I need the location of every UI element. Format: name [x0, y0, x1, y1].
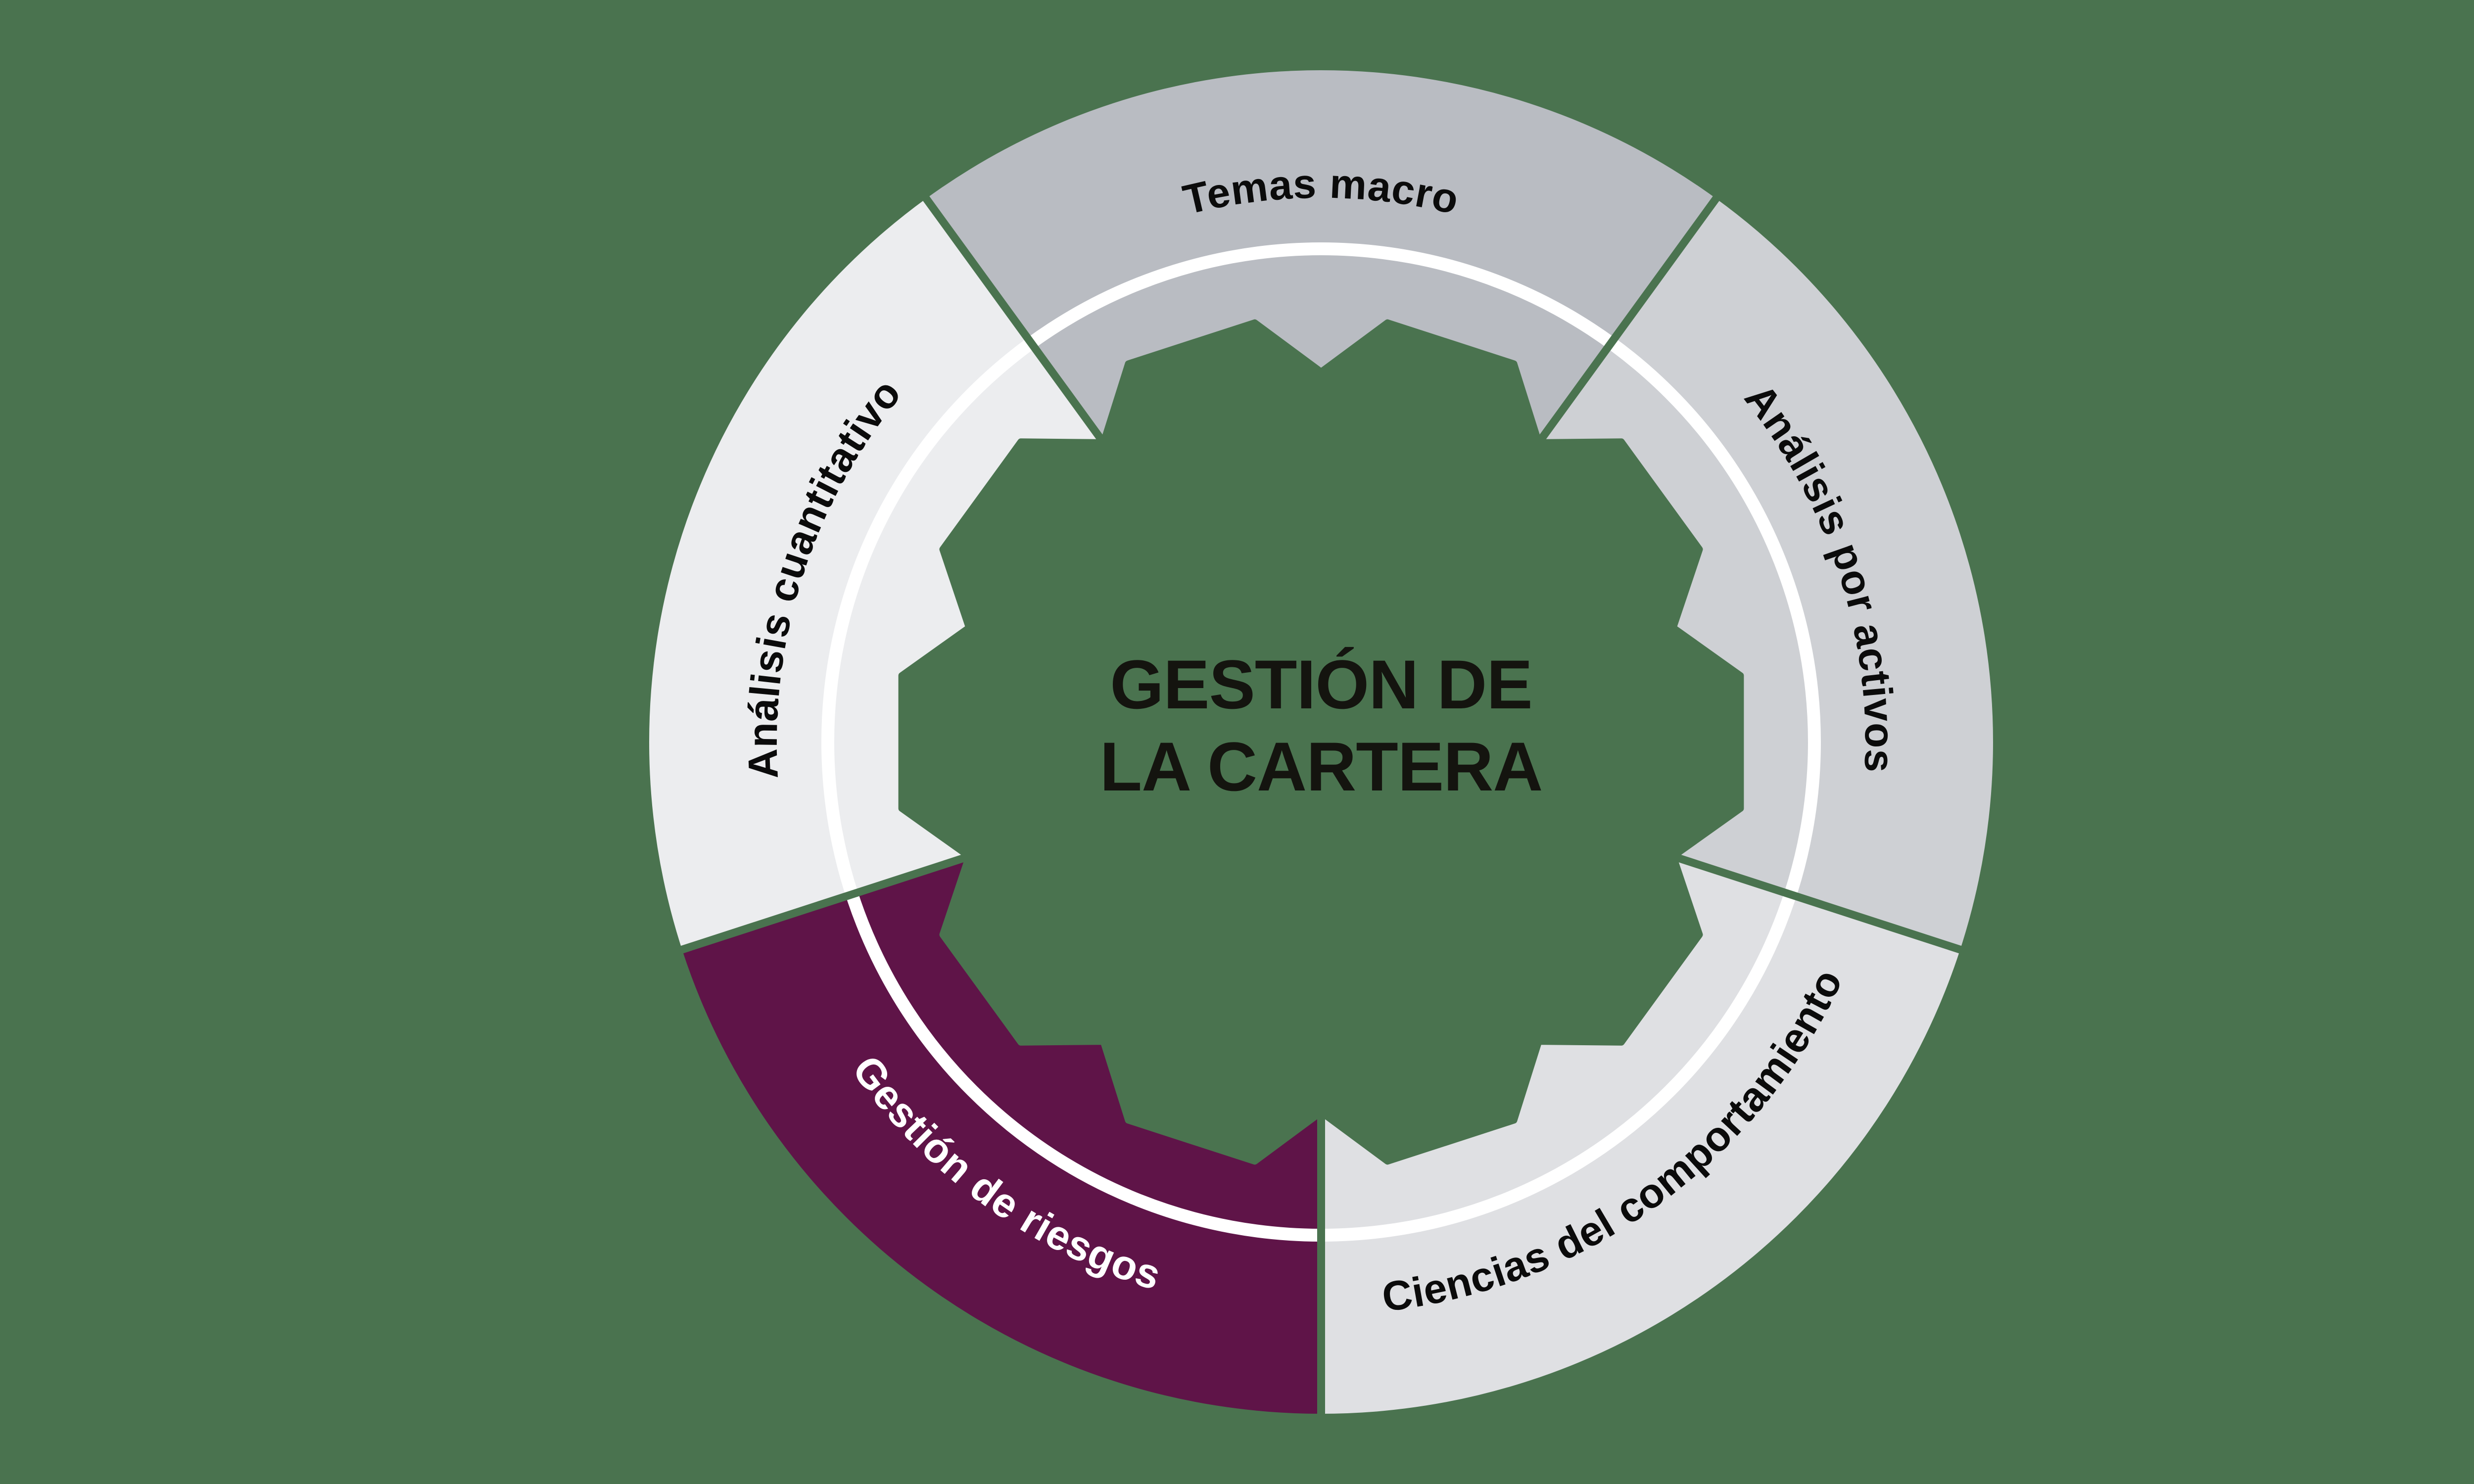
segment-divider	[921, 194, 1325, 744]
center-title-line1: GESTIÓN DE	[1110, 646, 1532, 723]
center-title: GESTIÓN DE LA CARTERA	[1100, 646, 1543, 805]
center-title-line2: LA CARTERA	[1100, 728, 1543, 805]
segment-divider	[679, 738, 1323, 954]
segment-divider	[1318, 194, 1721, 744]
segment-divider	[1320, 738, 1963, 954]
